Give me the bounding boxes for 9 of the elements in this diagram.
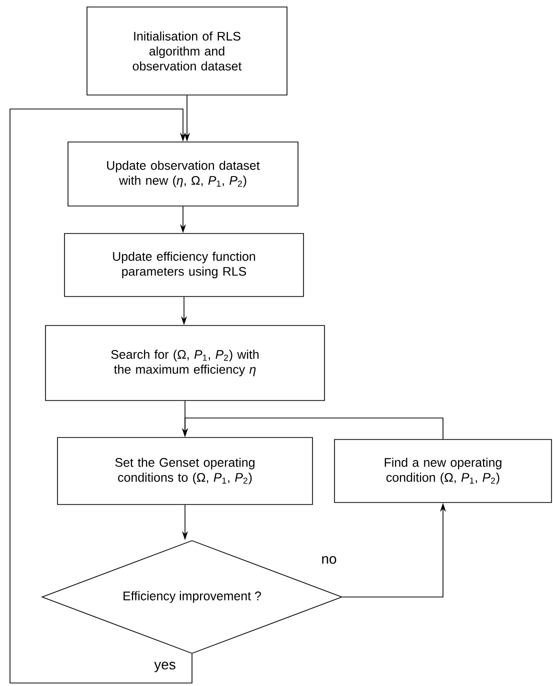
edge-label: no (320, 555, 338, 565)
arrow (10, 108, 192, 684)
edge-label: yes (153, 660, 177, 674)
process-box: Find a new operating condition (Ω, P$_{1}$, P$_{2}$) (334, 439, 552, 503)
process-box: Set the Genset operating conditions to (Ω, P$_{1}$, P$_{2}$) (57, 437, 313, 505)
process-box: Search for (Ω, P$_{1}$, P$_{2}$) with the maximum efficiency η (45, 325, 325, 401)
process-box: Initialisation of RLS algorithm and observation dataset (86, 6, 288, 96)
process-box: Update observation dataset with new (η, Ω, P$_{1}$, P$_{2}$) (68, 142, 298, 206)
process-box: Update efficiency function parameters using RLS (64, 233, 304, 297)
